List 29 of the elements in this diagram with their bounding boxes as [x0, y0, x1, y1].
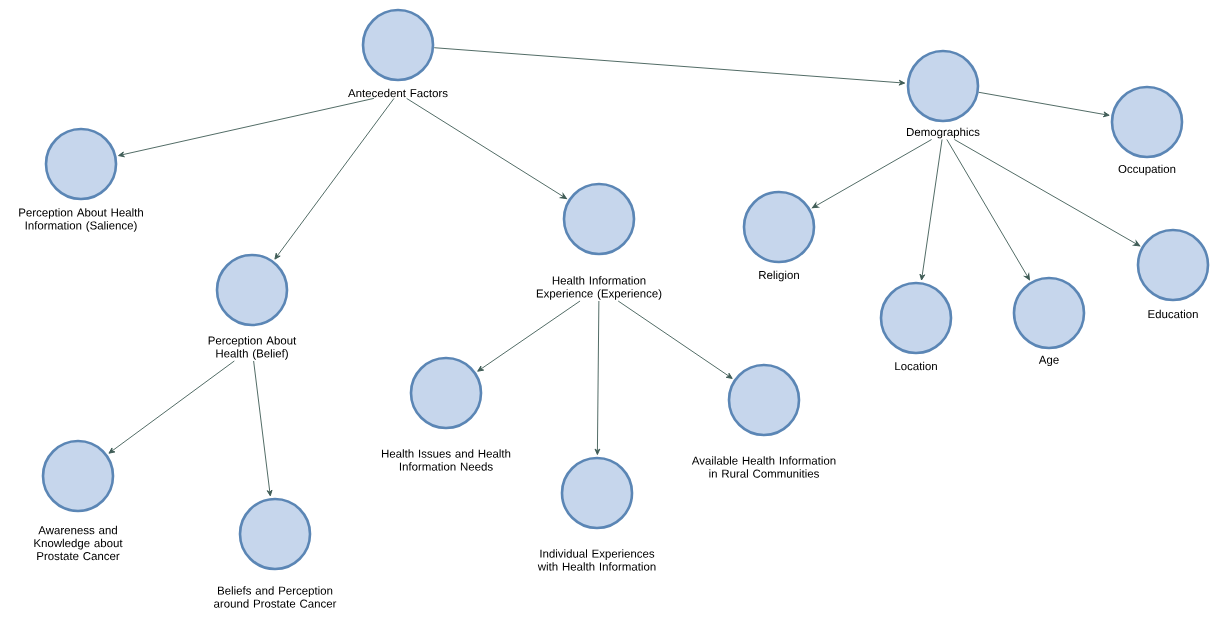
- node-label: Religion: [759, 270, 799, 282]
- arrow: [433, 47, 906, 86]
- node-label: Antecedent Factors: [348, 88, 448, 98]
- arrow: [253, 360, 273, 497]
- arrow: [811, 139, 933, 209]
- arrow: [594, 300, 601, 455]
- node-label: Age: [1038, 355, 1059, 367]
- node-label: Occupation: [1118, 164, 1176, 176]
- node-label: Beliefs and Perception around Prostate Cancer: [214, 586, 337, 608]
- node-label: Available Health Information in Rural Communities: [691, 456, 836, 478]
- arrow: [477, 300, 581, 372]
- node-label: Health Issues and Health Information Needs: [381, 449, 511, 471]
- arrow: [617, 300, 733, 379]
- node-label: Location: [895, 361, 937, 371]
- arrow: [118, 97, 375, 158]
- arrow: [919, 139, 943, 281]
- arrow: [274, 97, 395, 260]
- node-label: Perception About Health Information (Salience): [19, 208, 143, 232]
- arrow: [406, 97, 567, 200]
- node-label: Individual Experiences with Health Information: [537, 549, 656, 571]
- node-label: Perception About Health (Belief): [208, 336, 297, 360]
- arrow: [108, 360, 235, 454]
- arrow: [946, 139, 1030, 281]
- node-label: Demographics: [907, 127, 980, 139]
- arrow: [953, 139, 1141, 247]
- node-label: Awareness and Knowledge about Prostate Cancer: [34, 525, 123, 561]
- node-label: Health Information Experience (Experience): [536, 276, 662, 300]
- arrow: [978, 91, 1110, 118]
- node-label: Education: [1148, 309, 1198, 319]
